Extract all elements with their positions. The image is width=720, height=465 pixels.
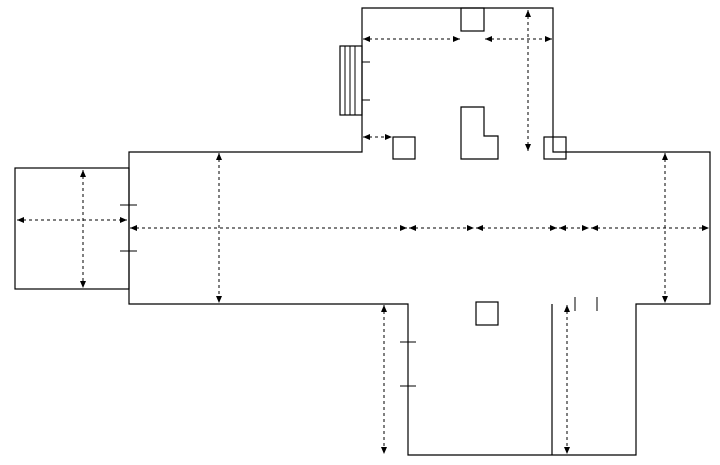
dimension-arrows — [17, 10, 709, 454]
opening-marks — [120, 61, 598, 387]
l-shaped-fixture — [460, 106, 499, 160]
column-right — [543, 136, 567, 160]
column-bottom — [475, 301, 499, 326]
column-left — [392, 136, 416, 160]
stairs-icon — [339, 45, 363, 116]
building-outline — [128, 7, 711, 456]
left-room — [14, 167, 130, 290]
column-top — [460, 7, 485, 32]
